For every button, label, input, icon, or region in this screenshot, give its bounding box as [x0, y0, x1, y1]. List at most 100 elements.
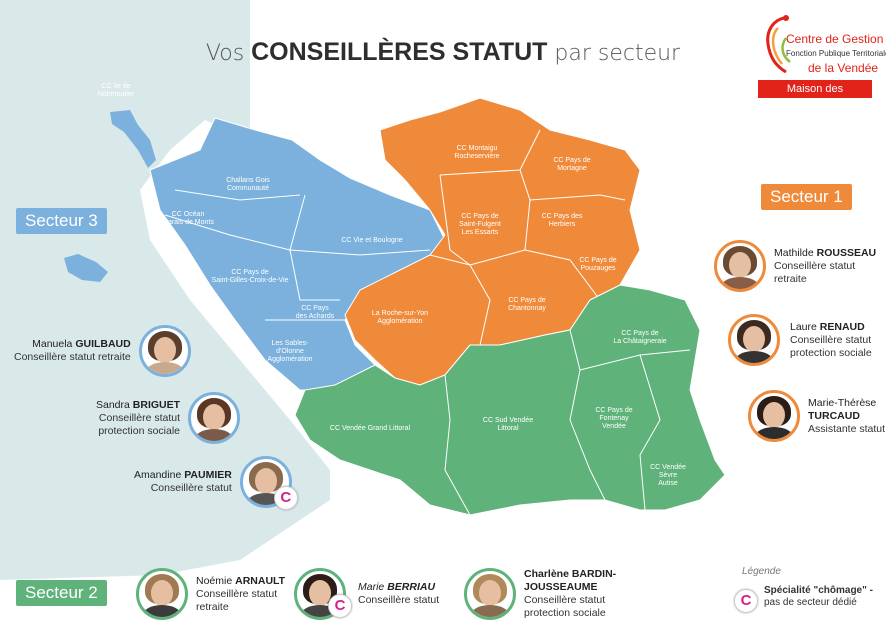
person-briguet: Sandra BRIGUET Conseillère statut protec… [96, 392, 241, 444]
sector-1-badge: Secteur 1 [761, 184, 852, 210]
first-name: Mathilde [774, 246, 814, 259]
logo-line2: Fonction Publique Territoriale [786, 49, 886, 58]
title-suffix: par secteur [554, 41, 681, 66]
name-line1: Charlène BARDIN- [524, 568, 617, 580]
last-name: BERRIAU [387, 581, 436, 593]
legend-chomage-icon: C [734, 589, 758, 613]
avatar [138, 325, 191, 377]
role-line2: retraite [196, 600, 229, 613]
first-name: Noémie [196, 574, 233, 587]
avatar [188, 392, 241, 444]
person-guilbaud: Manuela GUILBAUD Conseillère statut retr… [14, 325, 191, 377]
person-bardin: Charlène BARDIN- JOUSSEAUME Conseillère … [464, 568, 616, 620]
last-name: PAUMIER [184, 469, 232, 481]
island-yeu [64, 254, 108, 282]
first-name: Marie-Thérèse [808, 396, 877, 409]
sector2-area [294, 284, 726, 516]
title-bold: CONSEILLÈRES STATUT [251, 38, 548, 66]
person-rousseau: Mathilde ROUSSEAU Conseillère statut ret… [714, 240, 886, 292]
avatar [464, 568, 516, 620]
first-name: Sandra [96, 398, 130, 411]
person-text: Marie-Thérèse TURCAUD Assistante statut [808, 397, 885, 436]
role-line1: Conseillère statut [196, 587, 278, 600]
name-line2: JOUSSEAUME [524, 581, 598, 593]
region-label-grandlittoral: CC Vendée Grand Littoral [330, 425, 411, 432]
last-name: ARNAULT [235, 574, 286, 587]
logo-line3: de la Vendée [808, 61, 879, 75]
role: Conseillère statut [150, 482, 232, 494]
person-paumier: Amandine PAUMIER Conseillère statut C [134, 456, 298, 510]
person-text: Sandra BRIGUET Conseillère statut protec… [96, 399, 180, 438]
legend-line1: Spécialité "chômage" - [764, 585, 873, 596]
sea-area [0, 0, 330, 580]
role-line1: Conseillère statut [524, 594, 606, 606]
person-text: Charlène BARDIN- JOUSSEAUME Conseillère … [524, 568, 616, 620]
sector-3-badge: Secteur 3 [16, 208, 107, 234]
person-text: Manuela GUILBAUD Conseillère statut retr… [14, 338, 131, 364]
logo-banner: Maison des Communes [758, 80, 872, 113]
logo-swirl-icon [766, 15, 791, 74]
logo-line1: Centre de Gestion [786, 32, 884, 46]
sector-2-badge: Secteur 2 [16, 580, 107, 606]
person-text: Laure RENAUD Conseillère statut protecti… [790, 321, 872, 360]
role-line1: Conseillère statut [98, 411, 181, 424]
person-arnault: Noémie ARNAULT Conseillère statut retrai… [136, 568, 285, 620]
region-label-vie: CC Vie et Boulogne [341, 237, 402, 244]
person-text: Amandine PAUMIER Conseillère statut [134, 469, 232, 495]
first-name: Manuela [32, 338, 73, 350]
legend-line2: pas de secteur dédié [764, 597, 857, 608]
role-line1: Conseillère statut [790, 333, 872, 346]
person-renaud: Laure RENAUD Conseillère statut protecti… [728, 314, 872, 366]
person-text: Noémie ARNAULT Conseillère statut retrai… [196, 575, 285, 614]
role: Assistante statut [808, 422, 886, 435]
role-line2: protection sociale [524, 607, 606, 619]
avatar [728, 314, 780, 366]
role-line2: protection sociale [790, 346, 872, 359]
chomage-badge-icon: C [273, 486, 298, 510]
page-title: Vos CONSEILLÈRES STATUT par secteur [0, 38, 886, 67]
person-text: Mathilde ROUSSEAU Conseillère statut ret… [774, 247, 886, 286]
last-name: TURCAUD [808, 409, 860, 422]
role-line2: protection sociale [98, 424, 181, 437]
last-name: GUILBAUD [75, 338, 131, 350]
first-name: Laure [790, 320, 817, 333]
person-text: Marie BERRIAU Conseillère statut [358, 581, 439, 607]
role: Conseillère statut retraite [774, 259, 856, 285]
role: Conseillère statut [358, 594, 440, 606]
last-name: ROUSSEAU [816, 246, 877, 259]
first-name: Amandine [134, 469, 182, 481]
person-berriau: C Marie BERRIAU Conseillère statut [294, 568, 439, 620]
chomage-badge-icon: C [328, 594, 352, 618]
first-name: Marie [358, 581, 385, 593]
title-prefix: Vos [205, 41, 245, 66]
avatar [136, 568, 188, 620]
person-turcaud: Marie-Thérèse TURCAUD Assistante statut [748, 390, 885, 442]
role: Conseillère statut retraite [14, 351, 131, 363]
avatar [714, 240, 766, 292]
last-name: RENAUD [819, 320, 865, 333]
legend-title: Légende [742, 566, 781, 577]
logo: Centre de Gestion Fonction Publique Terr… [756, 12, 886, 113]
avatar [748, 390, 800, 442]
island-noirmoutier [110, 110, 156, 168]
last-name: BRIGUET [132, 398, 181, 411]
